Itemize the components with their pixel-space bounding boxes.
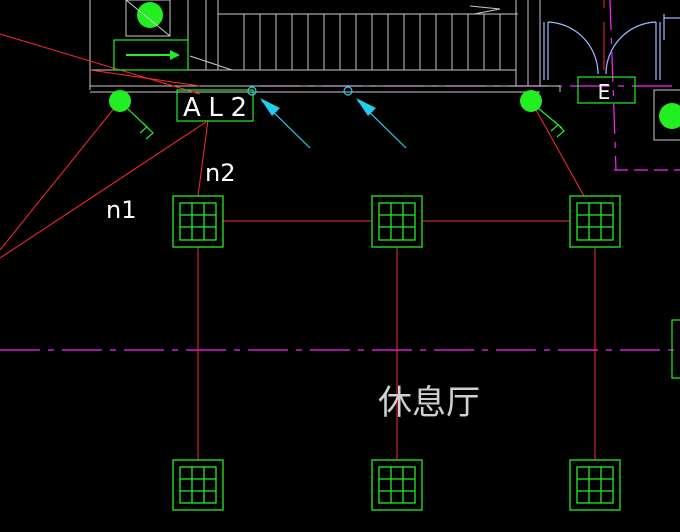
exit-sign-label: E: [598, 80, 611, 104]
exit-sign-icon: E: [577, 76, 636, 104]
light-fixture-icon: [172, 459, 224, 511]
door-swing-icon: [543, 14, 680, 80]
panel-label: AL2: [183, 93, 247, 123]
exit-direction-sign-icon: [113, 39, 189, 71]
light-fixture-icon: [172, 195, 224, 248]
distribution-panel: AL2: [176, 89, 254, 123]
room-name: 休息厅: [378, 383, 480, 423]
wall-lamp-icon: [520, 90, 565, 138]
light-fixture-icon: [371, 195, 423, 248]
emergency-light-icon: [125, 0, 171, 37]
wall-lamp-icon: [109, 90, 154, 140]
circuit-label-n1: n1: [106, 196, 136, 224]
light-fixture-icon: [569, 459, 621, 511]
smoke-detector-icon: [247, 86, 311, 149]
stair-treads: [243, 14, 501, 70]
circuit-label-n2: n2: [205, 159, 235, 187]
light-fixture-icon: [569, 195, 621, 248]
wiring-lines: [0, 0, 605, 460]
ceiling-fixtures: [172, 195, 621, 511]
smoke-detector-icon: [343, 86, 407, 149]
wall-lamp-icon: [653, 89, 680, 141]
right-cabinet: [671, 319, 680, 379]
light-fixture-icon: [371, 459, 423, 511]
stair-structure: [89, 0, 561, 93]
right-wall: [660, 89, 680, 379]
